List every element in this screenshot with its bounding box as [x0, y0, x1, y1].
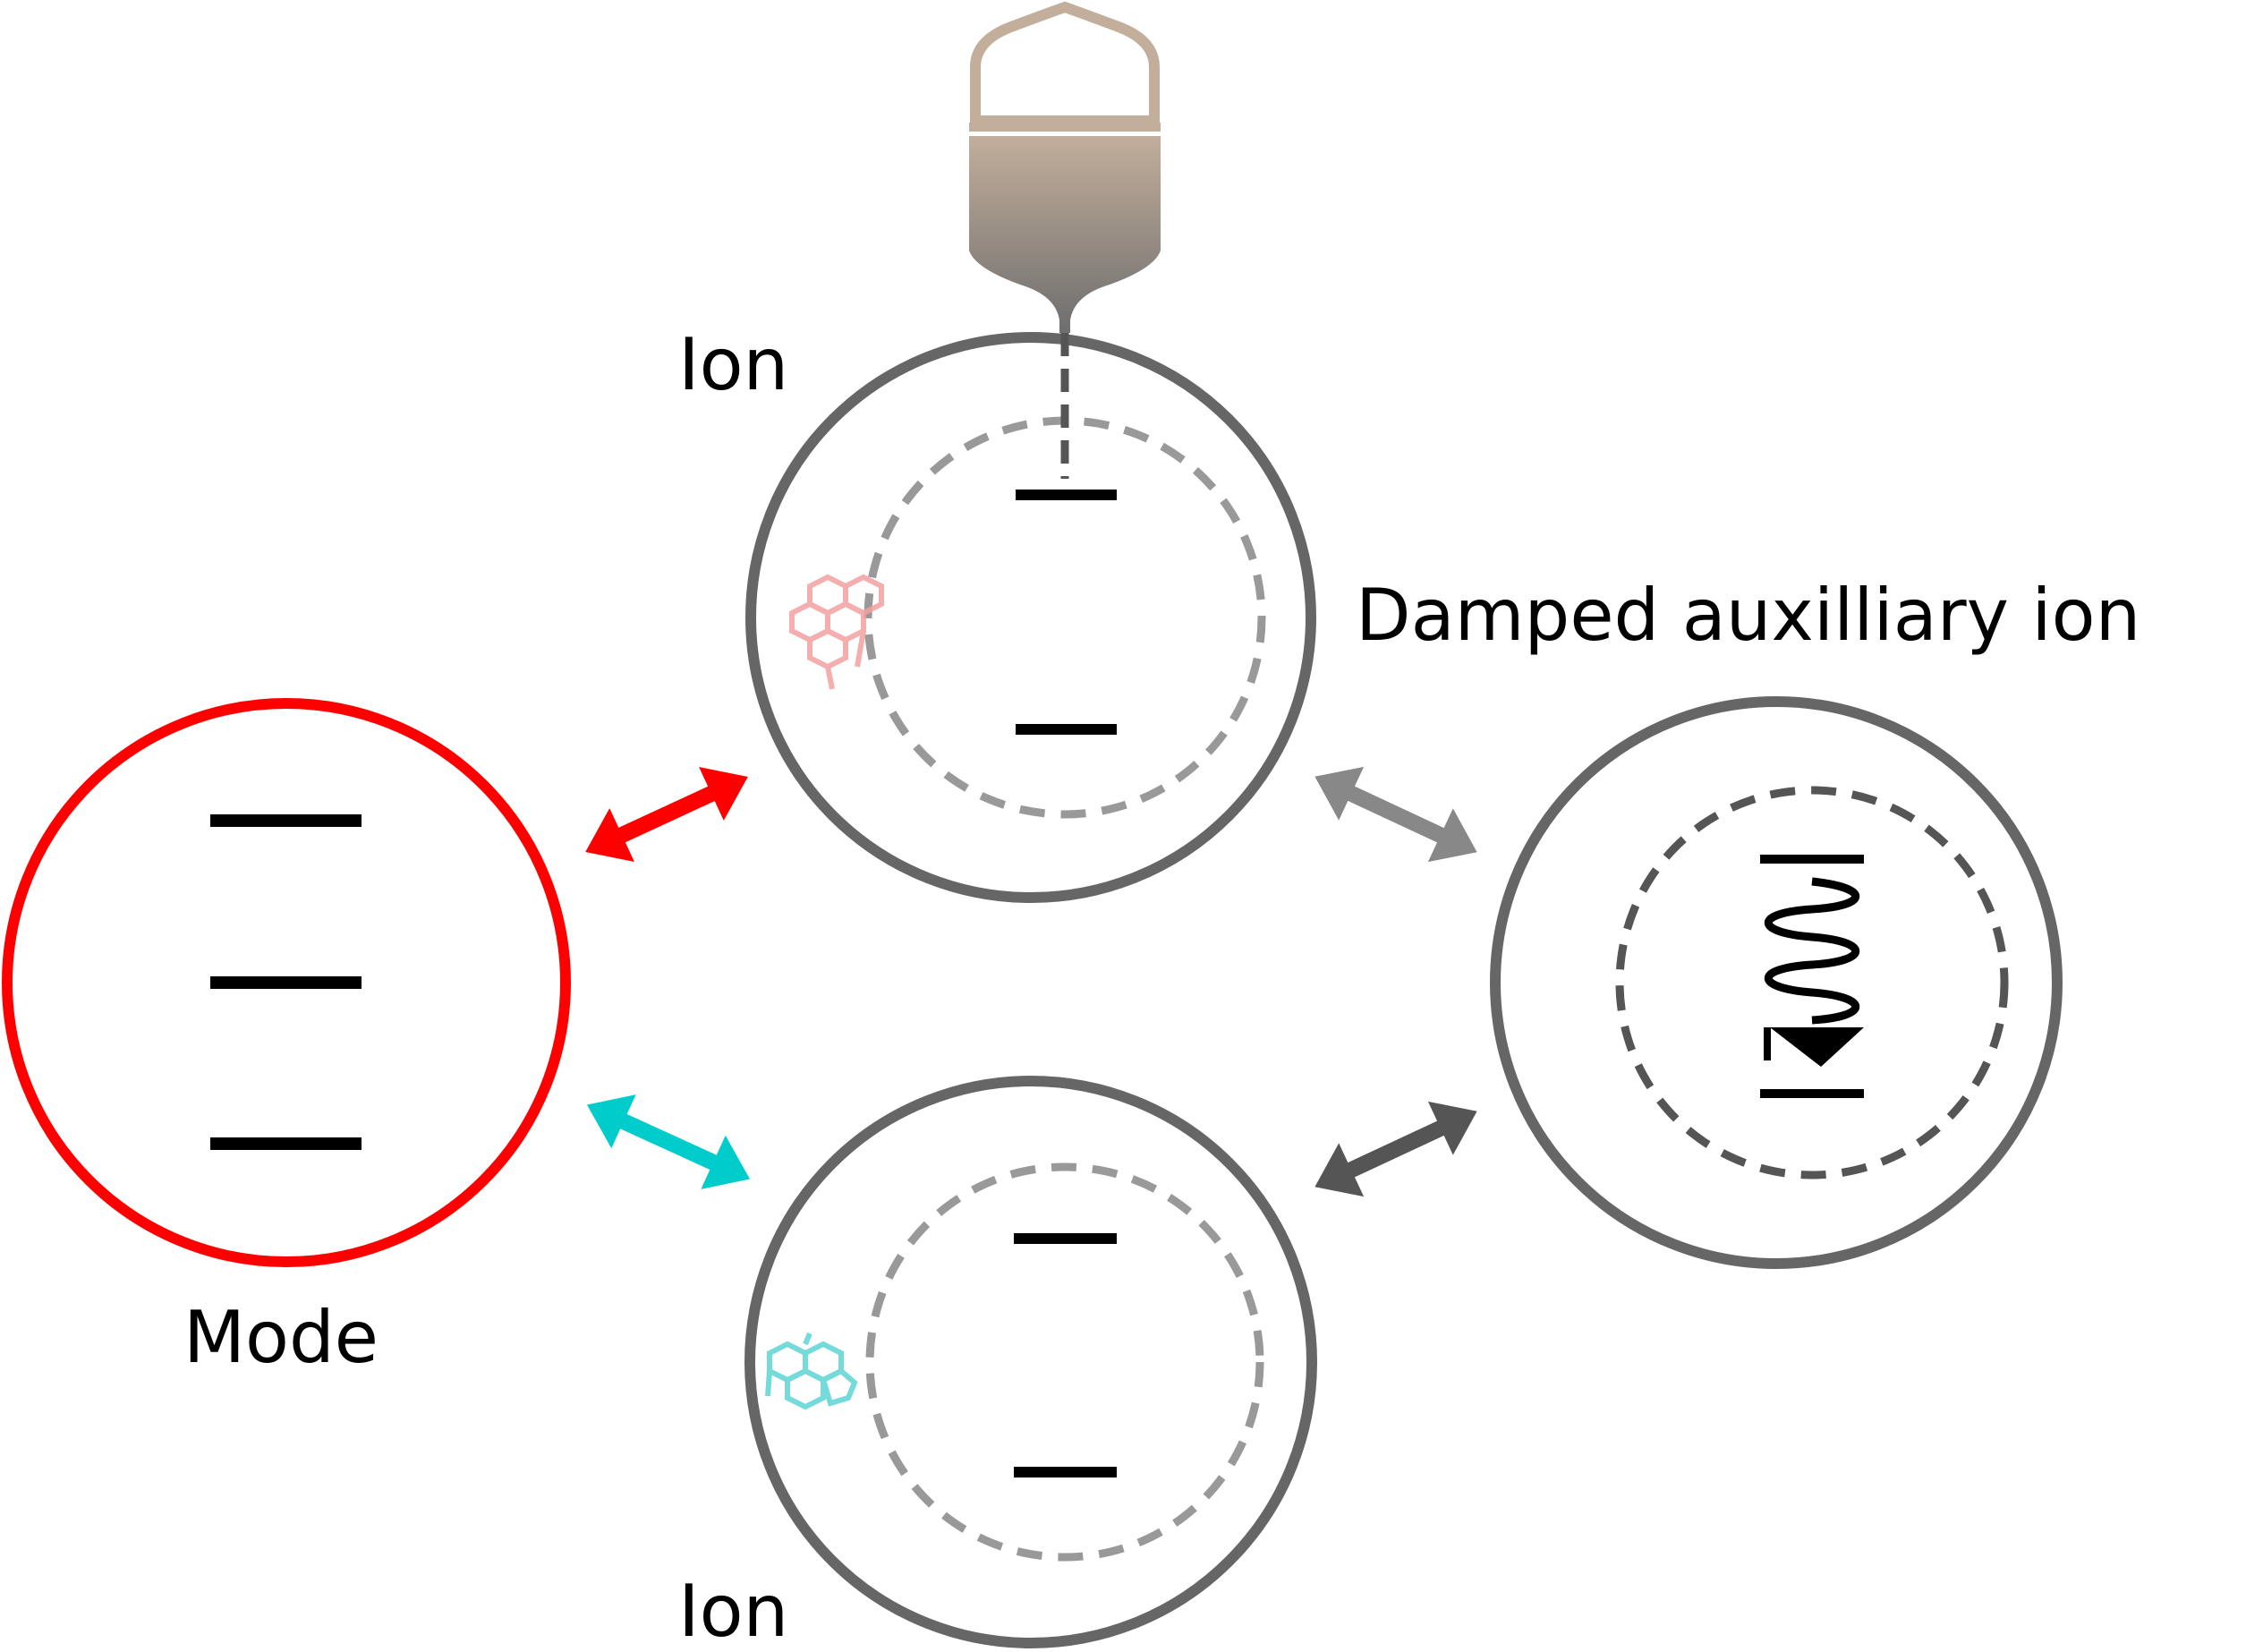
mode-circle [2, 698, 571, 1267]
bottom-ion-outer-circle [744, 1076, 1317, 1648]
bottom-ion-dashed-circle [865, 1162, 1264, 1562]
top-ion: Ion [678, 323, 1316, 903]
top-ion-label: Ion [678, 323, 788, 406]
decay-arrowhead-icon [1770, 1027, 1864, 1067]
auxiliary-ion: Damped auxilliary ion [1356, 574, 2140, 1269]
auxiliary-ion-dashed-circle [1615, 786, 2009, 1179]
molecule-red-icon [789, 574, 884, 690]
decay-wave-icon [1765, 877, 1859, 1025]
arrow-mode-bottom-ion [587, 1094, 750, 1189]
top-ion-dashed-circle [864, 416, 1266, 819]
auxiliary-ion-label: Damped auxilliary ion [1356, 574, 2140, 657]
bottom-ion-label: Ion [678, 1570, 788, 1652]
mode-label: Mode [183, 1296, 379, 1379]
arrow-mode-top-ion [585, 766, 748, 863]
bottom-ion: Ion [678, 1076, 1317, 1652]
top-ion-outer-circle [745, 332, 1316, 903]
laser-source-icon [969, 1, 1161, 333]
arrow-bottom-ion-auxiliary [1314, 1101, 1477, 1197]
coupling-arrows [585, 766, 1477, 1197]
auxiliary-ion-outer-circle [1490, 696, 2063, 1269]
mode: Mode [2, 698, 571, 1379]
molecule-cyan-icon [765, 1332, 858, 1410]
arrow-top-ion-auxiliary [1314, 766, 1477, 863]
